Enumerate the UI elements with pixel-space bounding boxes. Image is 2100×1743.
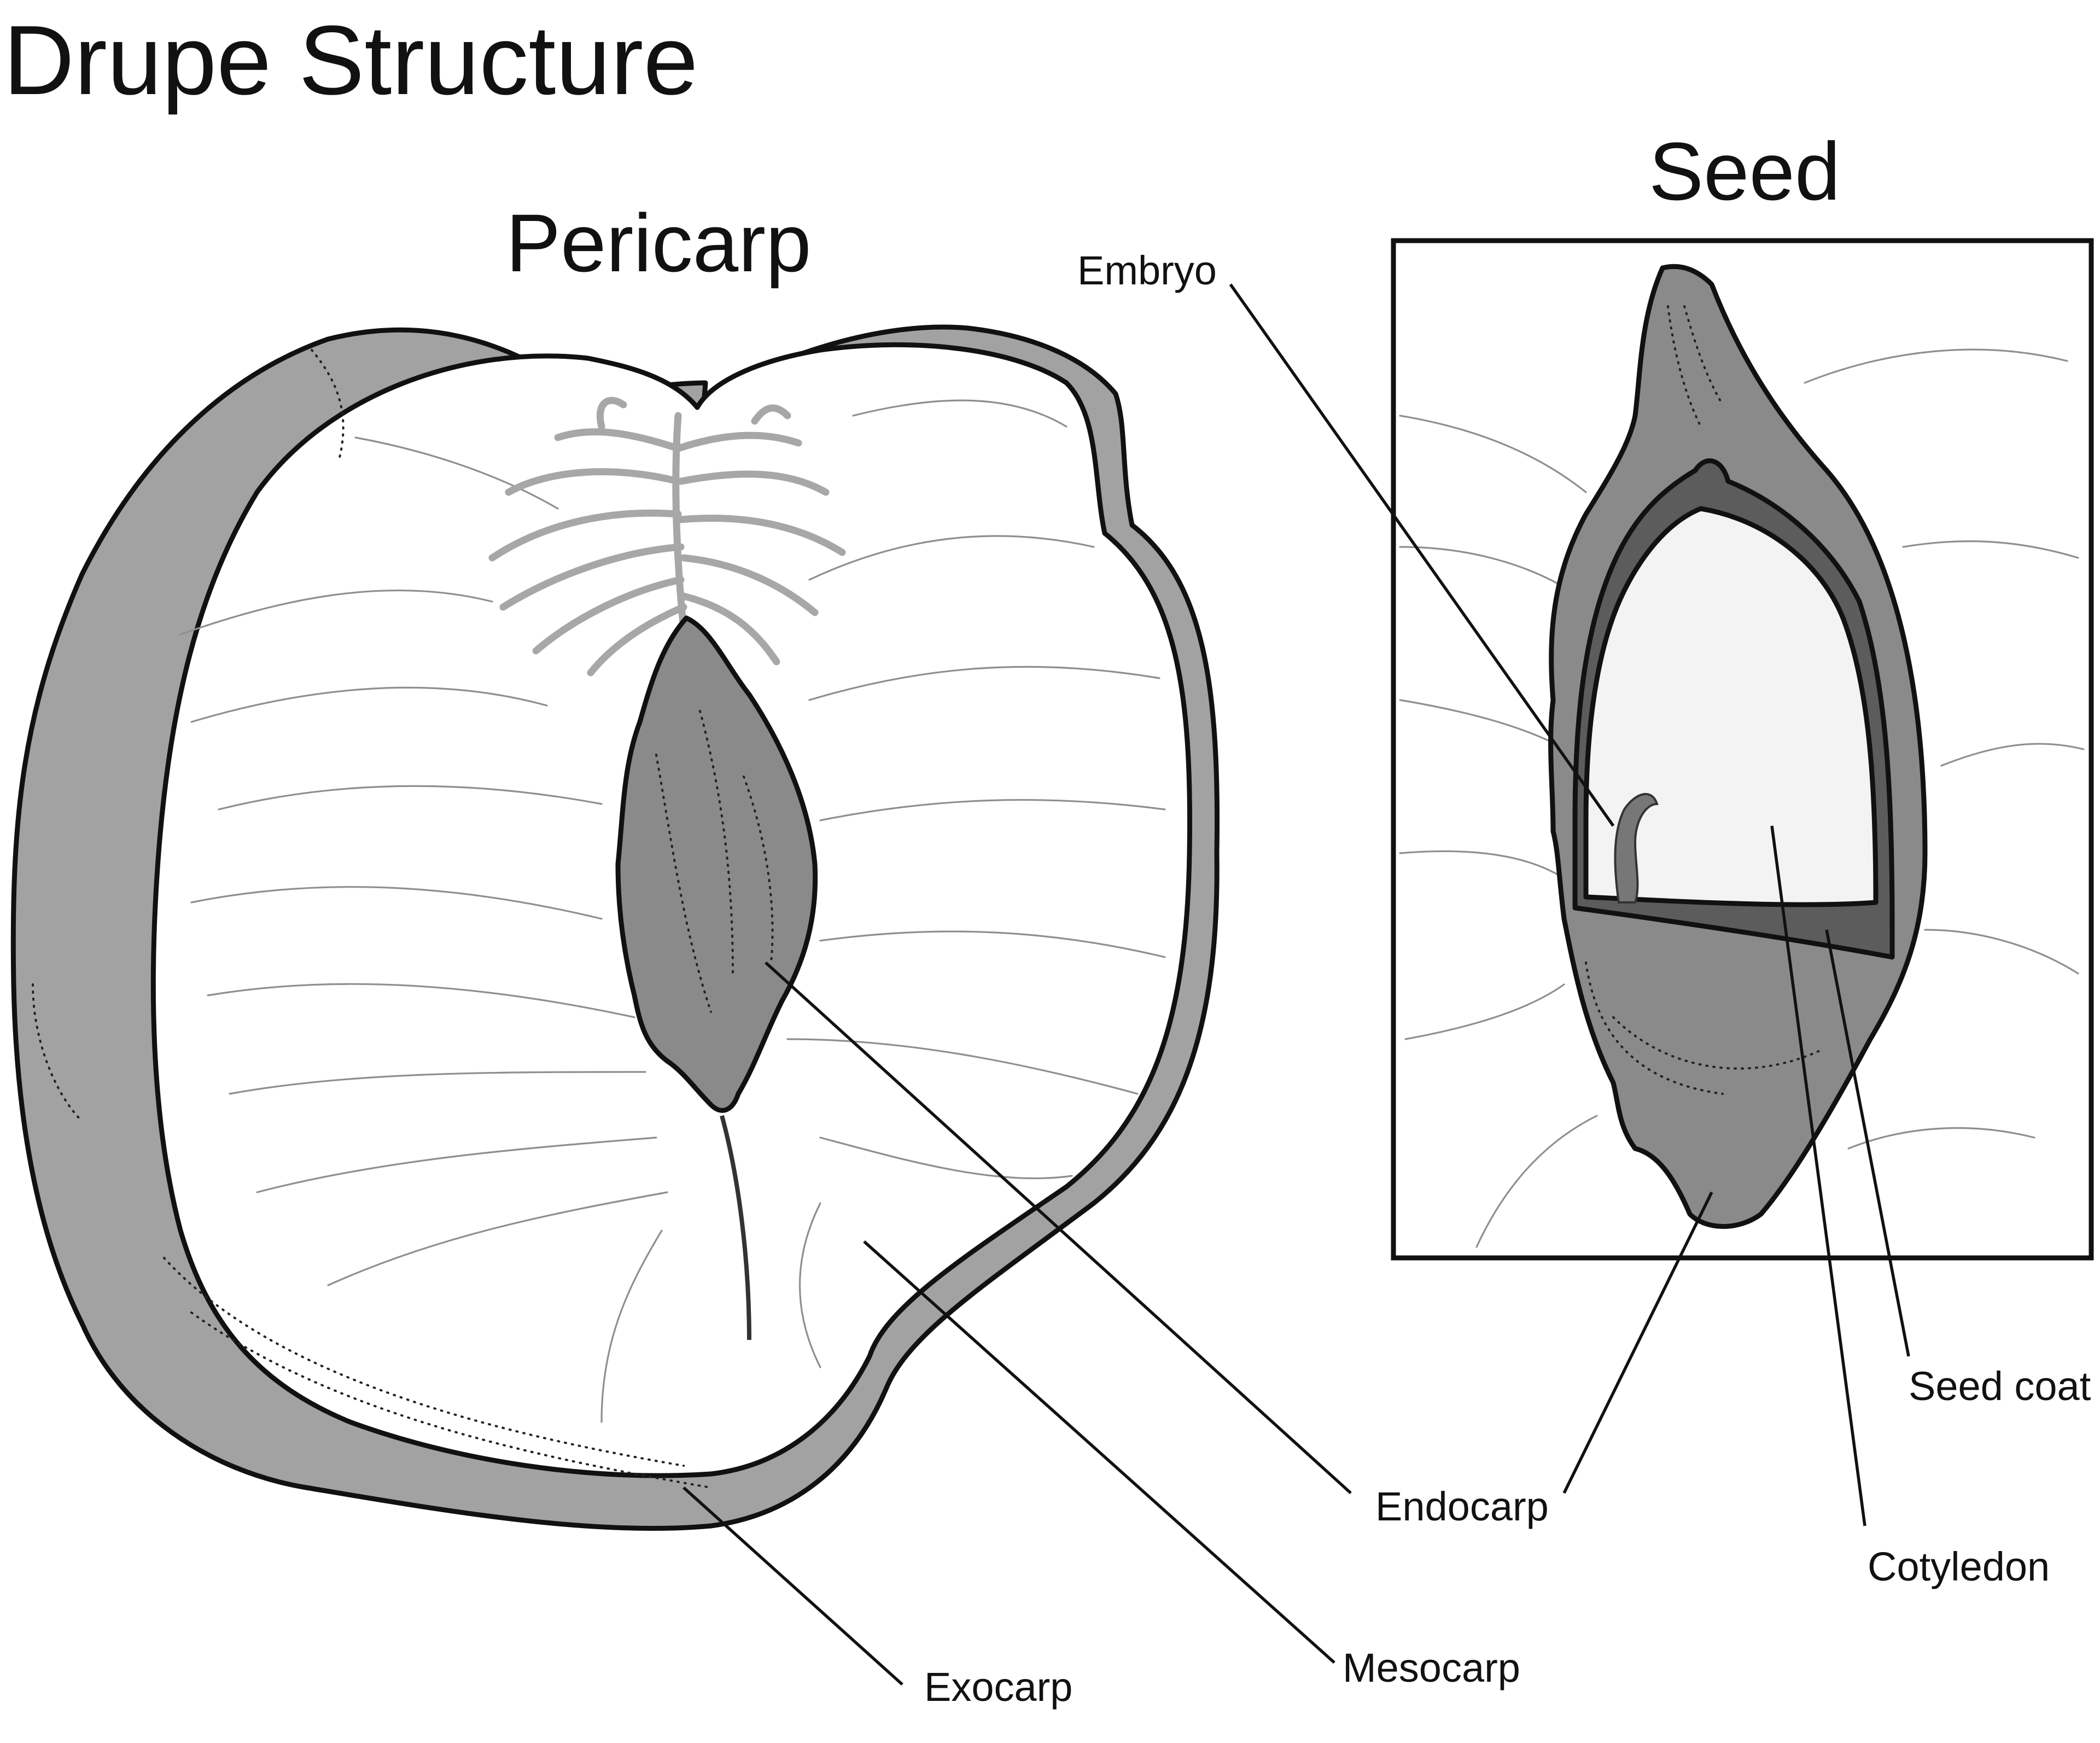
mesocarp-vein — [808, 666, 1160, 701]
mesocarp-vein — [207, 983, 635, 1018]
mesocarp-vein — [190, 686, 548, 723]
mesocarp-vein — [256, 1136, 657, 1193]
seed-bg-vein — [1404, 983, 1565, 1040]
mesocarp-vein — [819, 930, 1166, 958]
pericarp-drawing — [10, 324, 1220, 1531]
seed-bg-vein — [1475, 1115, 1598, 1248]
endocarp-pit — [615, 615, 818, 1113]
seed-bg-vein — [1924, 929, 2079, 975]
mesocarp-vein — [179, 589, 493, 636]
mesocarp-vein — [852, 399, 1068, 428]
seed-heading: Seed — [1649, 125, 1840, 217]
seed-shell-texture — [1612, 1016, 1822, 1070]
seed-bg-vein — [1399, 850, 1560, 876]
seed-bg-vein — [1399, 415, 1587, 493]
seed-bg-vein — [1940, 743, 2085, 767]
mesocarp-vein — [819, 798, 1166, 821]
mesocarp-vein — [600, 1229, 663, 1423]
seed-bg-vein — [1847, 1127, 2035, 1150]
mesocarp-vein — [819, 1136, 1073, 1180]
embryo-leader — [1229, 283, 1615, 827]
endocarp-leader-pit — [765, 961, 1352, 1495]
exocarp-texture — [163, 1257, 685, 1467]
endocarp-label: Endocarp — [1375, 1484, 1549, 1529]
exocarp-texture — [311, 349, 345, 460]
diagram-title: Drupe Structure — [3, 5, 698, 115]
mesocarp-vein — [218, 785, 603, 811]
pit-texture — [743, 776, 774, 964]
mesocarp-vein — [808, 535, 1095, 581]
mesocarp-vein — [798, 1202, 821, 1368]
mesocarp-vein — [190, 886, 603, 920]
pit-strand — [720, 1115, 751, 1340]
mesocarp-leader — [863, 1240, 1335, 1664]
cotyledon-leader — [1770, 825, 1866, 1526]
pit-texture — [655, 754, 712, 1013]
cotyledon-label: Cotyledon — [1868, 1544, 2050, 1589]
seed-bg-vein — [1804, 348, 2068, 384]
seed-bg-vein — [1902, 540, 2079, 559]
pericarp-heading: Pericarp — [506, 197, 812, 289]
exocarp-texture — [32, 983, 83, 1122]
seed-shell-texture — [1667, 305, 1702, 428]
exocarp-label: Exocarp — [924, 1664, 1072, 1710]
seed-coat-label: Seed coat — [1909, 1363, 2091, 1409]
mesocarp-vein — [327, 1191, 668, 1286]
mesocarp-vein — [354, 436, 559, 510]
seed-drawing — [1399, 264, 2085, 1248]
seed-shell-texture — [1683, 305, 1724, 406]
pit-texture — [699, 710, 734, 975]
seed-shell-texture — [1585, 961, 1724, 1095]
endocarp-leader-seed — [1562, 1191, 1713, 1494]
seed-coat-leader — [1825, 929, 1910, 1357]
vascular-fibers — [488, 397, 846, 677]
embryo — [1614, 792, 1659, 903]
exocarp-leader — [682, 1486, 903, 1686]
mesocarp-label: Mesocarp — [1343, 1645, 1520, 1690]
mesocarp-vein — [229, 1071, 646, 1095]
mesocarp-vein — [786, 1038, 1139, 1095]
embryo-label: Embryo — [1077, 248, 1217, 293]
